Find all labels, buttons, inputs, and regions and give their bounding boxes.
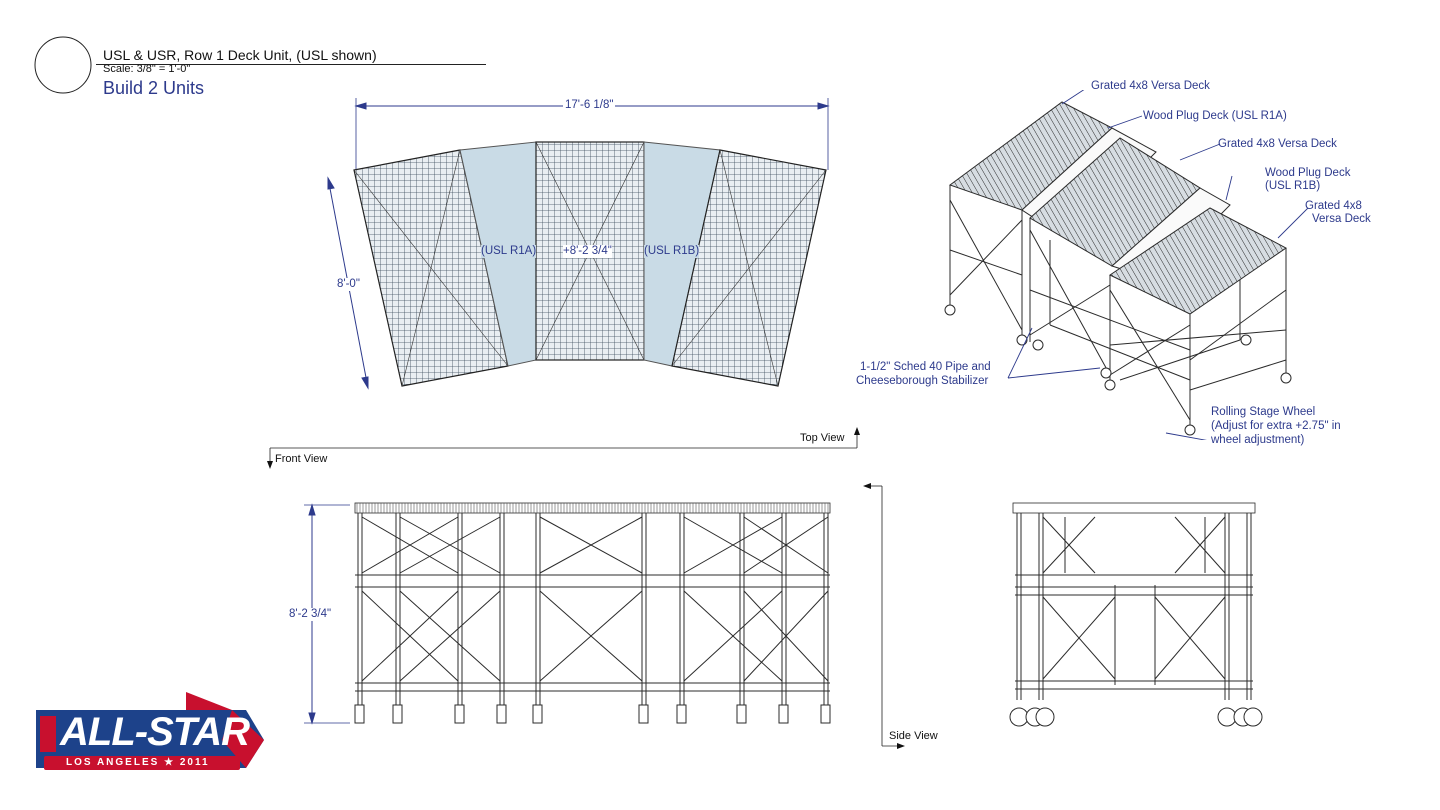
callout-grated-deck-3b: Versa Deck: [1312, 213, 1371, 225]
top-center-grated-deck: [535, 141, 645, 361]
top-dim-width-label: 17'-6 1/8": [563, 99, 616, 112]
callout-grated-deck-1: Grated 4x8 Versa Deck: [1091, 80, 1210, 92]
front-view-drawing: [304, 502, 831, 725]
side-view-drawing: [1009, 502, 1263, 727]
callout-wood-plug-r1b: Wood Plug Deck: [1265, 167, 1351, 179]
drawing-scale: Scale: 3/8" = 1'-0": [103, 63, 191, 75]
build-count: Build 2 Units: [103, 78, 205, 98]
callout-grated-deck-2: Grated 4x8 Versa Deck: [1218, 138, 1337, 150]
title-rule: [96, 64, 486, 65]
title-circle-icon: [34, 36, 92, 94]
callout-wood-plug-r1b-id: (USL R1B): [1265, 180, 1321, 192]
allstar-logo-text: ALL-STAR: [60, 710, 250, 754]
section-line: [267, 427, 860, 469]
callout-rolling-wheel-3: wheel adjustment): [1211, 434, 1305, 446]
callout-rolling-wheel-1: Rolling Stage Wheel: [1211, 406, 1316, 418]
callout-wood-plug-r1a: Wood Plug Deck (USL R1A): [1143, 110, 1287, 122]
allstar-logo: ALL-STAR LOS ANGELES ★ 2011: [36, 688, 266, 780]
callout-rolling-wheel-2: (Adjust for extra +2.75" in: [1211, 420, 1341, 432]
front-view-label: Front View: [275, 453, 328, 465]
side-view-label: Side View: [889, 730, 938, 742]
title-block: USL & USR, Row 1 Deck Unit, (USL shown) …: [0, 0, 500, 110]
front-dim-height-label: 8'-2 3/4": [287, 608, 334, 621]
callout-grated-deck-3a: Grated 4x8: [1305, 200, 1362, 212]
drawing-title: USL & USR, Row 1 Deck Unit, (USL shown): [103, 47, 377, 63]
allstar-logo-shape-icon: [36, 692, 264, 770]
top-view-label: Top View: [800, 432, 845, 444]
deck-right-label: (USL R1B): [644, 245, 700, 258]
side-section-line: [863, 483, 905, 749]
iso-view-drawing: [944, 90, 1309, 440]
deck-left-label: (USL R1A): [481, 245, 537, 258]
allstar-logo-subtext: LOS ANGELES ★ 2011: [66, 757, 210, 768]
callout-pipe-stabilizer-2: Cheeseborough Stabilizer: [856, 375, 989, 387]
deck-center-label: +8'-2 3/4": [563, 245, 612, 258]
top-dim-depth-label: 8'-0": [335, 278, 362, 291]
callout-pipe-stabilizer-1: 1-1/2" Sched 40 Pipe and: [860, 361, 991, 373]
top-right-grated-deck: [671, 149, 827, 387]
